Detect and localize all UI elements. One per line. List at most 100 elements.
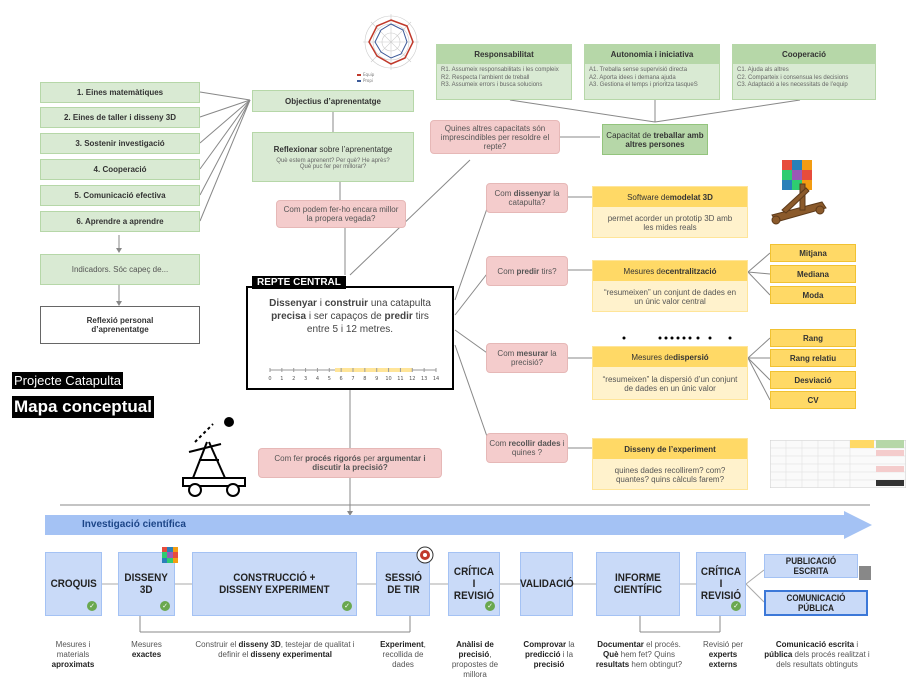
- radar-chart: Equip Propi: [357, 14, 419, 83]
- repte-central-box: Dissenyar i construir una catapulta prec…: [246, 286, 454, 390]
- step-critica2-label: CRÍTICA I REVISIÓ: [700, 566, 742, 602]
- responsabilitat-box: Responsabilitat R1. Assumeix responsabil…: [436, 44, 572, 100]
- axis-tick-label: 11: [397, 376, 403, 382]
- radar-legend-own: Propi: [363, 78, 373, 83]
- responsabilitat-body: R1. Assumeix responsabilitats i les comp…: [441, 67, 559, 88]
- repte-l2-m: i ser capaços de: [306, 311, 385, 322]
- caption-croquis: Mesures i materials aproximats: [51, 640, 95, 669]
- caption-informe: Documentar el procés. Què hem fet? Quins…: [595, 640, 683, 669]
- rigor-question: Com fer procés rigorós per argumentar i …: [258, 448, 442, 478]
- repte-l1-b2: construir: [324, 298, 369, 309]
- step-validacio-label: VALIDACIÓ: [519, 578, 574, 590]
- step-croquis[interactable]: CROQUIS ✓: [45, 552, 102, 616]
- tinkercad-mini-logo: [162, 547, 178, 563]
- answer-dispersio: Mesures de dispersió “resumeixen” la dis…: [592, 346, 748, 400]
- autonomia-title: Autonomia i iniciativa: [585, 45, 719, 64]
- capacitats-text: Quines altres capacitats són imprescindi…: [440, 123, 550, 151]
- comunicacio-publica[interactable]: COMUNICACIÓ PÚBLICA: [764, 590, 868, 616]
- step-critica1-label: CRÍTICA I REVISIÓ: [453, 566, 495, 602]
- left-item-2: 2. Eines de taller i disseny 3D: [40, 107, 200, 128]
- step-croquis-label: CROQUIS: [50, 578, 97, 590]
- wooden-catapult-image: [771, 183, 827, 225]
- axis-tick-label: 7: [351, 376, 354, 382]
- reflexio-box: Reflexió personal d’aprenentatge: [40, 306, 200, 344]
- radar-legend-team: Equip: [363, 72, 375, 77]
- publicacio-label: PUBLICACIÓ ESCRITA: [785, 556, 837, 576]
- objectius-box: Objectius d’aprenentatge: [252, 90, 414, 112]
- spreadsheet-thumbnail: [770, 440, 906, 488]
- left-item-4: 4. Cooperació: [40, 159, 200, 180]
- step-construccio[interactable]: CONSTRUCCIÓ + DISSENY EXPERIMENT ✓: [192, 552, 357, 616]
- q2-pre: Com: [497, 266, 517, 276]
- dispersion-dots: [622, 336, 732, 340]
- q1-bold: dissenyar: [513, 189, 552, 198]
- a2-bold: centralització: [665, 266, 717, 276]
- reflexionar-body: Què estem aprenent? Per què? He après? Q…: [276, 157, 390, 170]
- publicacio-escrita[interactable]: PUBLICACIÓ ESCRITA: [764, 554, 858, 578]
- step-critica-2[interactable]: CRÍTICA I REVISIÓ ✓: [696, 552, 746, 616]
- axis-tick-label: 5: [328, 376, 331, 382]
- investigation-label: Investigació científica: [82, 519, 186, 530]
- a2-pre: Mesures de: [623, 266, 666, 276]
- question-mesurar: Com mesurar la precisió?: [486, 343, 568, 373]
- check-icon: ✓: [160, 601, 170, 611]
- caption-construccio: Construir el disseny 3D, testejar de qua…: [195, 640, 355, 659]
- cooperacio-box: Cooperació C1. Ajuda als altres C2. Comp…: [732, 44, 876, 100]
- dispersion-item-rang: Rang: [770, 329, 856, 347]
- q3-bold: mesurar: [516, 349, 549, 358]
- check-icon: ✓: [485, 601, 495, 611]
- a3-body: “resumeixen” la dispersió d’un conjunt d…: [602, 375, 738, 393]
- repte-l1-m: i: [316, 298, 325, 309]
- reflexionar-title-bold: Reflexionar: [273, 144, 318, 154]
- step-disseny-label: DISSENY 3D: [124, 572, 169, 596]
- check-icon: ✓: [731, 601, 741, 611]
- map-title: Mapa conceptual: [12, 396, 154, 418]
- caption-critica1: Anàlisi de precisió, propostes de millor…: [451, 640, 499, 679]
- q3-pre: Com: [497, 349, 517, 358]
- tinkercad-logo: [782, 160, 812, 190]
- axis-tick-label: 0: [268, 376, 271, 382]
- axis-tick-label: 14: [433, 376, 439, 382]
- check-icon: ✓: [342, 601, 352, 611]
- central-item-mitjana: Mitjana: [770, 244, 856, 262]
- q4-pre: Com: [489, 439, 509, 448]
- cooperacio-title: Cooperació: [733, 45, 875, 64]
- left-item-6: 6. Aprendre a aprendre: [40, 211, 200, 232]
- axis-tick-label: 12: [409, 376, 415, 382]
- capacitat-box: Capacitat de treballar amb altres person…: [602, 124, 708, 155]
- capacitat-pre: Capacitat de: [606, 130, 654, 140]
- reflexio-text: Reflexió personal d’aprenentatge: [86, 316, 154, 334]
- repte-l2-r: tirs: [412, 311, 429, 322]
- caption-validacio: Comprovar la predicció i la precisió: [523, 640, 575, 669]
- dispersion-item-rang-relatiu: Rang relatiu: [770, 349, 856, 367]
- left-item-3: 3. Sostenir investigació: [40, 133, 200, 154]
- rigor-mid: per: [361, 454, 378, 463]
- step-informe[interactable]: INFORME CIENTÍFIC: [596, 552, 680, 616]
- step-sessio-tir[interactable]: SESSIÓ DE TIR: [376, 552, 430, 616]
- millor-text: Com podem fer-ho encara millor la proper…: [283, 205, 399, 223]
- capacitats-question: Quines altres capacitats són imprescindi…: [430, 120, 560, 154]
- photo-thumbnail: [859, 566, 871, 580]
- question-recollir: Com recollir dades i quines ?: [486, 433, 568, 463]
- answer-experiment: Disseny de l’experiment quines dades rec…: [592, 438, 748, 490]
- answer-modelat: Software de modelat 3D permet acorder un…: [592, 186, 748, 238]
- catapult-drawing: [182, 417, 246, 497]
- a1-body: permet acorder un prototip 3D amb les mi…: [607, 214, 733, 232]
- step-critica-1[interactable]: CRÍTICA I REVISIÓ ✓: [448, 552, 500, 616]
- autonomia-body: A1. Treballa sense supervisió directa A2…: [589, 67, 698, 88]
- comunicacio-label: COMUNICACIÓ PÚBLICA: [786, 593, 846, 613]
- question-predir: Com predir tirs?: [486, 256, 568, 286]
- caption-sessio: Experiment, recollida de dades: [380, 640, 426, 669]
- q3-post: la precisió?: [510, 349, 557, 367]
- axis-tick-label: 13: [421, 376, 427, 382]
- q1-pre: Com: [494, 189, 514, 198]
- q4-post: i quines ?: [511, 439, 565, 457]
- q2-bold: predir: [516, 266, 540, 276]
- axis-tick-label: 8: [363, 376, 366, 382]
- cooperacio-body: C1. Ajuda als altres C2. Comparteix i co…: [737, 67, 849, 88]
- a4-body: quines dades recollirem? com? quantes? q…: [614, 466, 726, 484]
- step-validacio[interactable]: VALIDACIÓ: [520, 552, 573, 616]
- step-sessio-label: SESSIÓ DE TIR: [384, 572, 422, 596]
